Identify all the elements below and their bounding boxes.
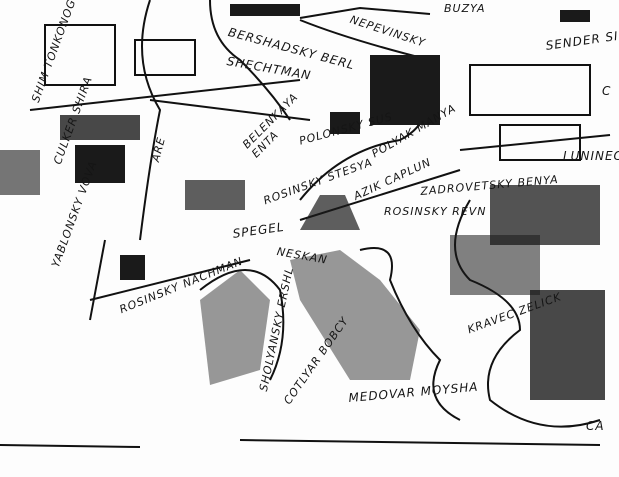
creek-outline [359, 247, 461, 421]
house [134, 39, 196, 76]
house [185, 180, 245, 210]
label-resident: CA [586, 419, 605, 433]
house [499, 124, 581, 161]
house [560, 10, 590, 22]
street-line [459, 134, 611, 151]
house [469, 64, 591, 116]
label-resident: BUZYA [444, 2, 486, 15]
boundary-line [139, 0, 162, 241]
house [530, 290, 605, 400]
label-resident: C [602, 84, 612, 98]
house [44, 24, 116, 86]
house [0, 150, 40, 195]
house [450, 235, 540, 295]
house [75, 145, 125, 183]
house [330, 112, 360, 134]
creek-outline [199, 269, 285, 381]
house [120, 255, 145, 280]
hill-hatched [200, 270, 270, 385]
house [230, 4, 300, 16]
arrow-line [89, 239, 106, 321]
hill-hatched [290, 250, 420, 380]
label-place: LUNINEC [563, 149, 619, 163]
house [370, 55, 440, 125]
street-line [149, 99, 311, 121]
synagogue [300, 195, 360, 230]
river-outline [299, 6, 431, 19]
road-line [0, 444, 141, 448]
boundary-line [209, 0, 291, 121]
street-line [89, 259, 251, 301]
house [60, 115, 140, 140]
road-line [239, 439, 601, 446]
street-line [29, 79, 301, 111]
label-resident: ROSINSKY REVN [384, 205, 487, 218]
